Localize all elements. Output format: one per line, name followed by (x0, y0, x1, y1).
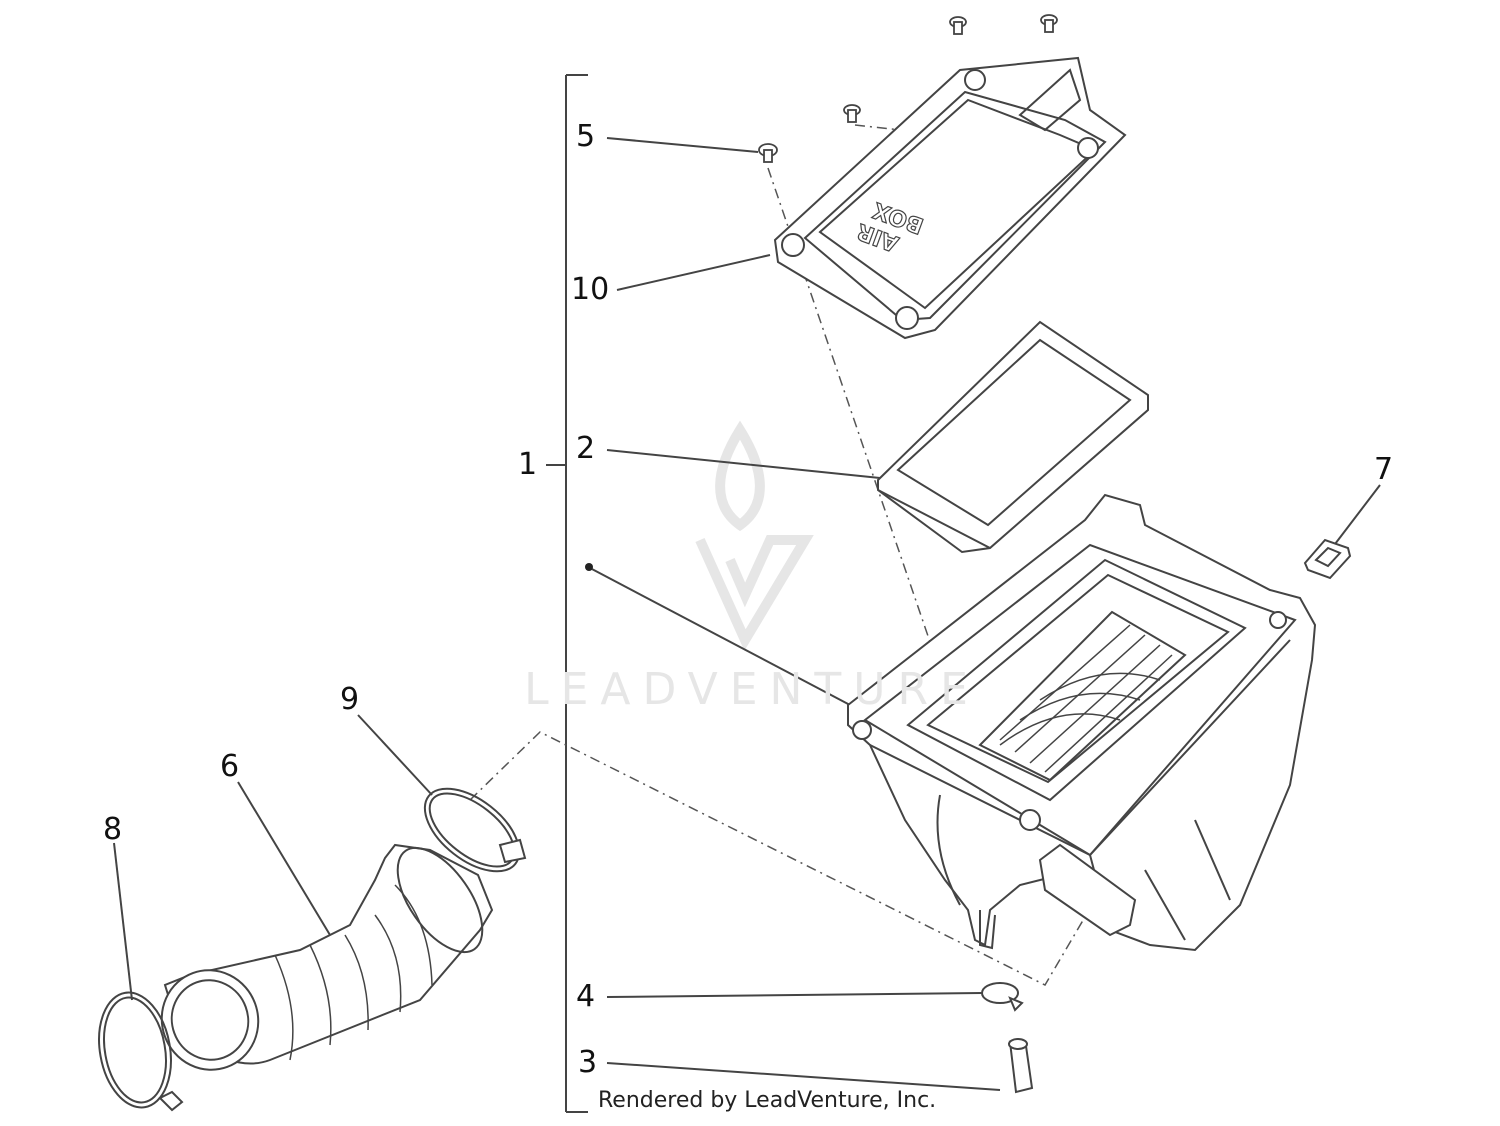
callout-4: 4 (576, 979, 596, 1014)
leader-9 (357, 714, 433, 796)
render-credit: Rendered by LeadVenture, Inc. (598, 1088, 937, 1113)
assembly-bracket (546, 74, 588, 1113)
callout-7: 7 (1374, 452, 1394, 487)
airbox-lid (773, 56, 1127, 340)
intake-duct (160, 843, 494, 1071)
drain-plug (1008, 1038, 1034, 1094)
screw-a (758, 143, 778, 163)
leader-lines (113, 137, 1381, 1091)
callout-6: 6 (220, 749, 240, 784)
screw-d (1040, 14, 1058, 33)
air-filter (877, 320, 1149, 554)
airbox-housing (847, 493, 1317, 952)
leader-5 (606, 137, 759, 153)
callout-5: 5 (576, 119, 596, 154)
callout-9: 9 (340, 682, 360, 717)
screw-b (843, 104, 861, 123)
leader-7 (1331, 484, 1381, 549)
screw-c (949, 16, 967, 35)
callout-3: 3 (578, 1045, 598, 1080)
filter-grid (999, 624, 1173, 773)
leader-10 (616, 254, 771, 291)
callout-1: 1 (518, 447, 538, 482)
callout-10: 10 (571, 272, 610, 307)
hose-clamp-large (423, 787, 527, 873)
leader-dot (585, 563, 593, 571)
watermark-text: LEADVENTURE (524, 664, 980, 715)
leader-4 (606, 992, 983, 998)
clip-nut (1303, 538, 1352, 580)
callout-8: 8 (103, 812, 123, 847)
hose-clamp-small (98, 991, 184, 1112)
leader-housing (589, 567, 851, 706)
leader-8 (113, 842, 133, 1001)
leader-2 (606, 449, 881, 479)
screws (758, 14, 1058, 163)
callout-2: 2 (576, 431, 596, 466)
leader-3 (606, 1062, 1001, 1091)
leader-6 (237, 781, 331, 936)
drain-clamp (981, 982, 1024, 1012)
